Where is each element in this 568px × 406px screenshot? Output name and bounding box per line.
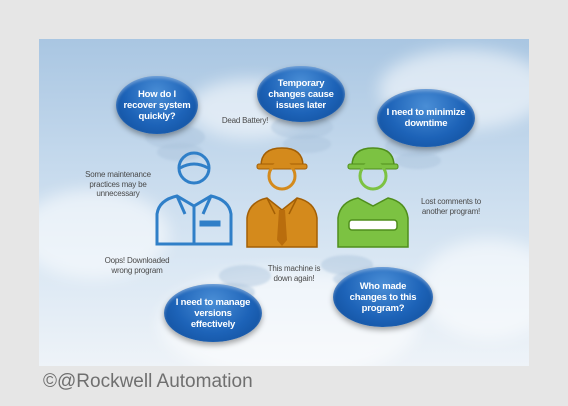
image-credit: ©@Rockwell Automation <box>43 371 253 392</box>
note-wrong-program: Oops! Downloaded wrong program <box>104 256 170 275</box>
cloud <box>419 239 529 339</box>
bubble-who-made-changes: Who made changes to this program? <box>333 267 433 327</box>
note-lost-comments: Lost comments to another program! <box>421 197 481 216</box>
people-figures <box>155 147 409 248</box>
bubble-echo <box>395 152 441 169</box>
bubble-minimize-downtime: I need to minimize downtime <box>377 89 475 147</box>
engineer-figure-blue <box>155 151 233 246</box>
bubble-echo <box>283 135 331 153</box>
bubble-temporary-changes: Temporary changes cause issues later <box>257 66 345 122</box>
bubble-manage-versions: I need to manage versions effectively <box>164 284 262 342</box>
bubble-recover-system: How do I recover system quickly? <box>116 76 198 134</box>
bubble-echo <box>219 265 271 287</box>
note-maintenance-practices: Some maintenance practices may be unnece… <box>85 170 151 198</box>
cloud <box>39 189 169 279</box>
note-dead-battery: Dead Battery! <box>221 116 269 125</box>
note-machine-down: This machine is down again! <box>267 264 321 283</box>
maintenance-figure-green <box>337 147 409 248</box>
illustration-panel: How do I recover system quickly? Tempora… <box>39 39 529 366</box>
bubble-echo <box>157 143 203 161</box>
technician-figure-orange <box>246 147 318 248</box>
